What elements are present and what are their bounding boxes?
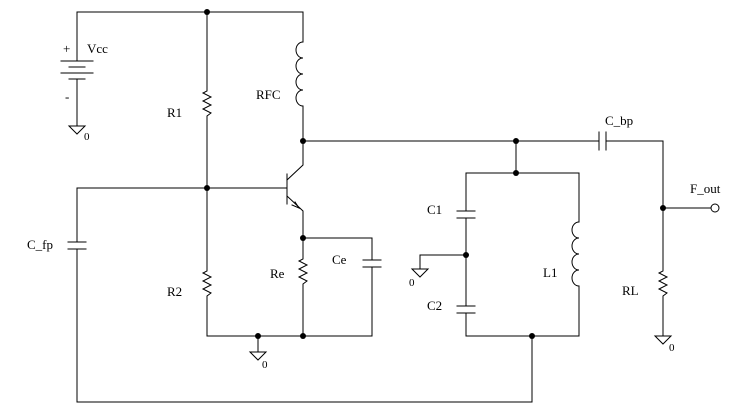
rl-resistor [653,207,673,345]
vcc-label: Vcc [87,41,108,56]
l1-label: L1 [543,265,557,280]
junction-tank-bottom-rail [529,333,535,339]
emitter-ground-label: 0 [262,359,268,371]
f-out-label: F_out [690,181,721,196]
c-bp-label: C_bp [605,113,633,128]
ce-label: Ce [332,252,347,267]
tank-frame [465,140,580,337]
re-resistor [297,237,309,337]
rl-label: RL [622,283,639,298]
r1-label: R1 [167,105,182,120]
c-fp-capacitor [67,187,533,403]
emitter-wire [302,237,373,261]
c-bp-capacitor [598,131,664,209]
vcc-battery [60,11,94,127]
load-ground-label: 0 [669,342,675,354]
r2-resistor [201,187,213,337]
r2-label: R2 [167,284,182,299]
c-fp-label: C_fp [27,237,53,252]
c1-capacitor [456,172,476,307]
r1-resistor [201,11,213,189]
vcc-plus-sign: + [63,41,70,56]
ce-capacitor [362,259,382,337]
junction-re-bottom [300,333,306,339]
tank-ground-label: 0 [409,277,415,289]
vcc-minus-sign: - [65,89,69,104]
c2-capacitor [456,305,476,337]
rfc-label: RFC [256,87,281,102]
junction-tank-top-rail [513,170,519,176]
rfc-inductor [295,11,304,142]
c2-label: C2 [427,298,442,313]
vcc-ground-label: 0 [84,131,90,143]
re-label: Re [270,266,285,281]
output-terminal[interactable] [710,203,720,213]
tank-mid-ground [410,254,467,278]
l1-inductor [571,172,580,337]
emitter-ground-rail [206,335,373,361]
npn-transistor [286,140,304,239]
junction-ground-rail [255,333,261,339]
vcc-ground-symbol [67,125,87,135]
c1-label: C1 [427,202,442,217]
